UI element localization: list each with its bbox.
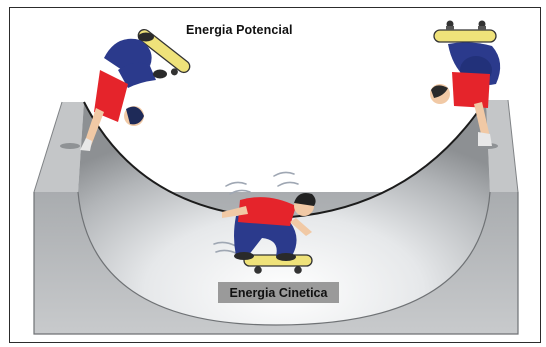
label-potential-energy: Energia Potencial [186,23,293,37]
skateboard-right [433,20,497,43]
ramp-right-top-edge [507,99,519,193]
ramp-outline [33,192,519,335]
ramp-left-deck [34,102,84,192]
label-kinetic-energy: Energia Cinetica [218,282,339,303]
skater-left-shadow [60,143,80,149]
skater-middle [213,171,316,274]
halfpipe-bowl [78,100,490,325]
skater-right [430,20,501,149]
halfpipe-front-edge [77,191,491,326]
ramp-left-top-edge [33,101,63,193]
skater-left [60,28,191,151]
